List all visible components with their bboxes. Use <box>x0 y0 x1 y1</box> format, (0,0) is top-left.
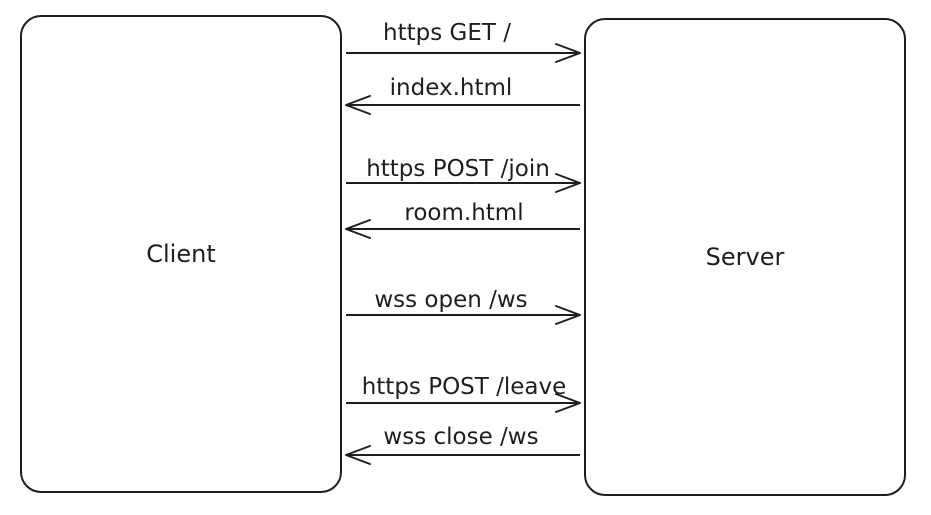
arrowhead-right-icon <box>555 305 581 325</box>
message-label: https GET / <box>383 20 511 46</box>
message-label: https POST /join <box>366 156 550 182</box>
message-wss-close: wss close /ws <box>345 424 580 465</box>
server-box <box>584 18 906 496</box>
client-box <box>20 15 342 493</box>
client-label: Client <box>146 240 215 268</box>
arrowhead-right-icon <box>555 173 581 193</box>
message-label: https POST /leave <box>362 374 567 400</box>
arrowhead-left-icon <box>345 445 371 465</box>
arrowhead-left-icon <box>345 219 371 239</box>
message-index-html: index.html <box>345 75 580 115</box>
message-label: wss open /ws <box>374 287 527 313</box>
message-https-get: https GET / <box>346 20 581 63</box>
server-node: Server <box>584 18 906 496</box>
message-label: wss close /ws <box>383 424 538 450</box>
server-label: Server <box>706 243 785 271</box>
arrowhead-left-icon <box>345 95 371 115</box>
message-label: index.html <box>390 75 513 101</box>
arrowhead-right-icon <box>555 43 581 63</box>
client-node: Client <box>20 15 342 493</box>
message-https-post-join: https POST /join <box>346 156 581 193</box>
arrowhead-right-icon <box>555 393 581 413</box>
message-label: room.html <box>404 200 523 226</box>
message-wss-open: wss open /ws <box>346 287 581 325</box>
message-room-html: room.html <box>345 200 580 239</box>
message-https-post-leave: https POST /leave <box>346 374 581 413</box>
